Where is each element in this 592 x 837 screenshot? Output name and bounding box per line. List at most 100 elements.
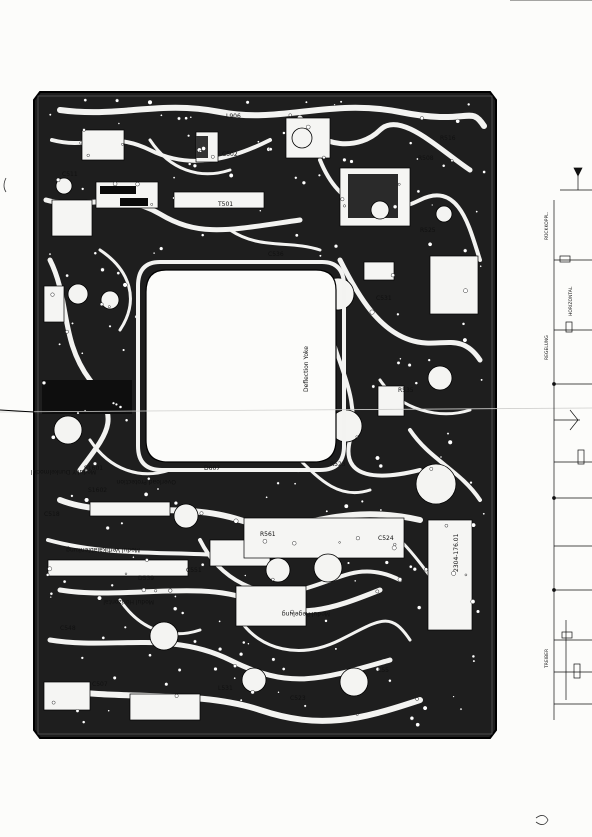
drill-hole: [152, 251, 156, 255]
drill-hole: [187, 162, 192, 166]
drill-hole: [292, 541, 297, 546]
drill-hole: [174, 595, 177, 598]
drill-hole: [431, 203, 434, 207]
drill-hole: [277, 691, 280, 694]
drill-hole: [461, 322, 466, 326]
drill-hole: [463, 288, 468, 294]
drill-hole: [110, 583, 114, 587]
drill-hole: [265, 495, 268, 499]
drill-hole: [322, 155, 326, 160]
drill-hole: [105, 525, 110, 531]
drill-hole: [355, 536, 360, 541]
note-label: Deflection Yoke: [303, 346, 310, 392]
drill-hole: [412, 567, 417, 572]
drill-hole: [388, 679, 392, 683]
drill-hole: [84, 497, 90, 503]
drill-hole: [172, 196, 175, 200]
drill-hole: [154, 589, 158, 593]
drill-hole: [482, 512, 486, 516]
ref-label: T501: [217, 201, 233, 208]
drill-hole: [369, 309, 375, 315]
drill-hole: [257, 140, 260, 143]
drill-hole: [118, 405, 123, 409]
drill-hole: [250, 690, 255, 695]
drill-hole: [233, 676, 236, 680]
drill-hole: [397, 577, 403, 582]
drill-hole: [147, 99, 153, 105]
note-label: 2304-176.01: [453, 533, 460, 572]
drill-hole: [399, 357, 402, 360]
ref-label: S1602: [88, 487, 107, 494]
drill-hole: [112, 675, 117, 680]
drill-hole: [467, 102, 471, 106]
drill-hole: [132, 556, 135, 559]
drill-hole: [306, 124, 311, 130]
drill-hole: [452, 695, 455, 698]
ref-label: R523: [330, 461, 346, 468]
drill-hole: [70, 494, 74, 498]
drill-hole: [424, 567, 429, 572]
drill-hole: [101, 636, 106, 640]
drill-hole: [281, 667, 286, 671]
side-schematic: [510, 0, 592, 720]
drill-hole: [482, 170, 486, 174]
drill-hole: [409, 141, 413, 145]
drill-hole: [455, 118, 461, 124]
ref-label: R508: [418, 155, 434, 162]
drill-hole: [333, 244, 339, 249]
drill-hole: [444, 524, 449, 528]
page-fold: [0, 407, 592, 413]
drill-hole: [342, 157, 347, 162]
ref-label: R525: [420, 227, 436, 234]
drill-hole: [384, 560, 389, 565]
drill-hole: [450, 159, 454, 163]
drill-hole: [293, 482, 297, 486]
drill-hole: [416, 157, 419, 161]
drill-hole: [92, 461, 97, 466]
drill-hole: [145, 558, 149, 562]
drill-hole: [375, 455, 380, 461]
drill-hole: [422, 705, 428, 711]
drill-hole: [56, 177, 61, 182]
drill-hole: [122, 348, 126, 352]
drill-hole: [354, 579, 357, 583]
drill-hole: [259, 209, 262, 212]
drill-hole: [116, 271, 121, 275]
drill-hole: [47, 566, 53, 572]
drill-hole: [160, 114, 163, 117]
drill-hole: [239, 698, 243, 702]
drill-hole: [200, 233, 205, 237]
ref-label: C511: [62, 171, 78, 178]
ref-label: R535: [398, 387, 414, 394]
drill-hole: [451, 571, 456, 576]
drill-hole: [290, 609, 294, 614]
drill-hole: [213, 666, 218, 672]
drill-hole: [123, 625, 127, 629]
ref-label: C531: [376, 295, 392, 302]
drill-hole: [375, 589, 380, 594]
drill-hole: [168, 588, 173, 593]
drill-hole: [396, 360, 401, 365]
drill-hole: [108, 324, 112, 328]
pcb-round-parts: [53, 127, 457, 697]
drill-hole: [415, 697, 419, 701]
drill-hole: [112, 181, 118, 187]
drill-hole: [141, 587, 146, 592]
drill-hole: [247, 642, 250, 645]
drill-hole: [479, 265, 482, 268]
drill-hole: [180, 611, 185, 615]
drill-hole: [371, 384, 376, 389]
drill-hole: [115, 98, 120, 103]
drill-hole: [172, 606, 178, 611]
drill-hole: [58, 342, 61, 346]
drill-hole: [271, 657, 276, 662]
drill-hole: [427, 358, 431, 362]
drill-hole: [81, 720, 86, 724]
drill-hole: [147, 477, 151, 481]
drill-hole: [100, 267, 105, 272]
note-label: Modul Vertikalablenkung: [66, 546, 140, 553]
drill-hole: [475, 210, 479, 213]
pcb-components: [43, 117, 479, 721]
ref-label: C551: [186, 567, 202, 574]
